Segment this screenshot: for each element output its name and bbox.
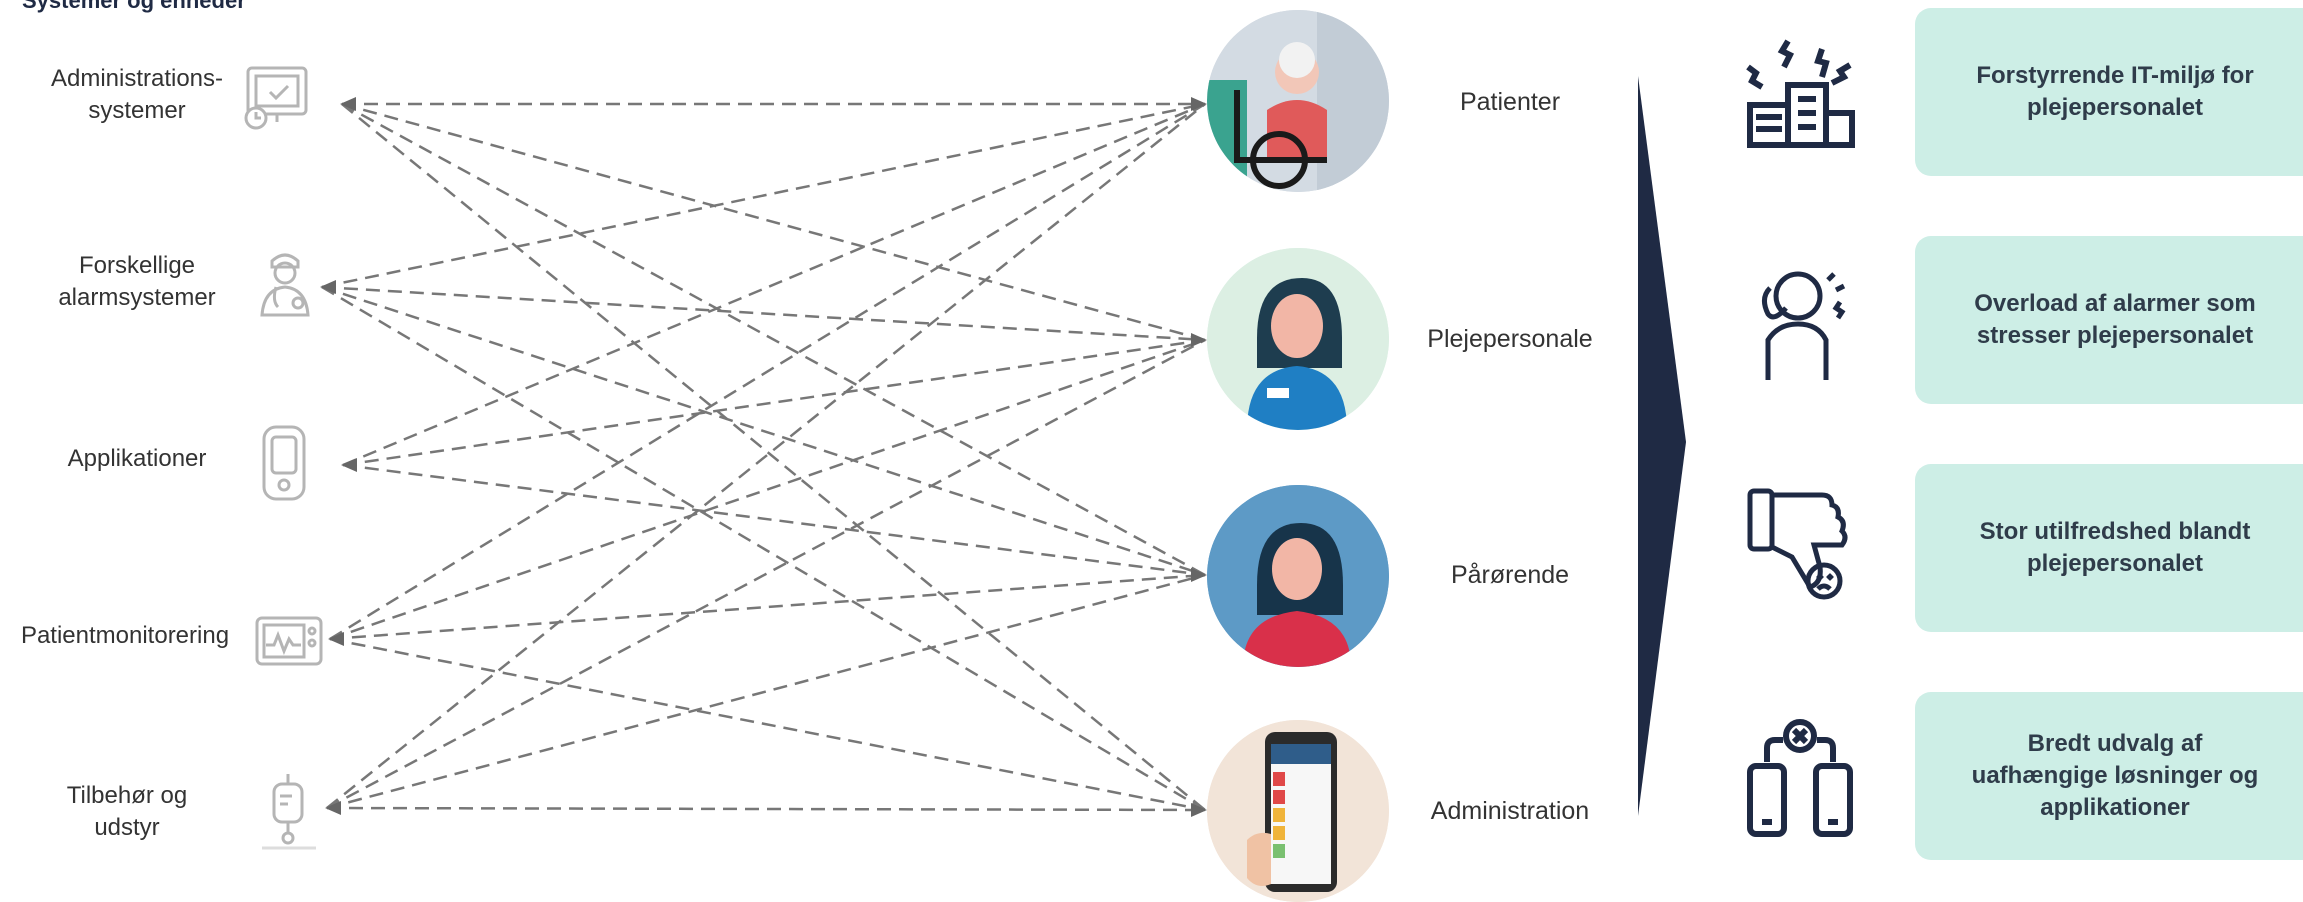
left-label-alarm-systems: Forskellige alarmsystemer <box>22 250 252 314</box>
card-line: plejepersonalet <box>2026 94 2204 121</box>
outcome-card-independent-solutions: Bredt udvalg af uafhængige løsninger og … <box>1915 692 2303 860</box>
label-line: Administrations- <box>50 65 224 92</box>
nurse-avatar <box>1207 248 1389 430</box>
section-header: Systemer og enheder <box>22 0 246 13</box>
stressed-person-icon <box>1740 262 1860 387</box>
connector <box>341 102 1206 577</box>
right-label-administration: Administration <box>1430 797 1590 825</box>
right-label-nursing-staff: Plejepersonale <box>1427 325 1593 353</box>
connector <box>326 103 1206 809</box>
card-line: applikationer <box>2040 794 2190 821</box>
phone-app-avatar <box>1207 720 1389 902</box>
connector <box>326 338 1206 810</box>
right-label-relatives: Pårørende <box>1450 561 1570 589</box>
arrowhead <box>1191 97 1207 111</box>
arrowhead <box>340 97 356 111</box>
label-line: udstyr <box>94 814 160 841</box>
connector <box>326 573 1206 810</box>
arrowhead <box>1191 803 1207 817</box>
patient-wheelchair-avatar <box>1207 10 1389 192</box>
connector <box>329 637 1206 812</box>
disconnected-devices-icon <box>1740 712 1860 847</box>
card-line: Overload af alarmer som <box>1974 290 2256 317</box>
arrowhead <box>320 280 336 294</box>
card-line: Stor utilfredshed blandt <box>1979 518 2251 545</box>
left-label-applications: Applikationer <box>22 443 252 475</box>
connector <box>342 102 1206 467</box>
connector <box>342 338 1206 467</box>
label-line: Applikationer <box>67 445 207 472</box>
admin-screen-icon <box>240 62 312 139</box>
arrowhead <box>325 801 341 815</box>
arrowhead <box>1191 333 1207 347</box>
connector <box>329 573 1206 641</box>
connector <box>342 463 1206 577</box>
nurse-icon <box>254 247 316 324</box>
left-label-accessories: Tilbehør og udstyr <box>12 780 242 844</box>
outcome-card-alarm-overload: Overload af alarmer som stresser plejepe… <box>1915 236 2303 404</box>
left-label-patient-monitoring: Patientmonitorering <box>5 620 245 652</box>
connector <box>321 285 1206 342</box>
left-label-admin-systems: Administrations- systemer <box>22 63 252 127</box>
label-line: Patientmonitorering <box>20 622 230 649</box>
connector <box>321 285 1206 812</box>
connector <box>321 102 1206 289</box>
arrowhead <box>341 458 357 472</box>
label-line: Forskellige <box>78 252 196 279</box>
thumbs-down-icon <box>1740 485 1860 610</box>
arrowhead <box>328 632 344 646</box>
card-line: plejepersonalet <box>2026 550 2204 577</box>
relative-avatar <box>1207 485 1389 667</box>
card-line: Bredt udvalg af <box>2027 730 2203 757</box>
phone-icon <box>258 423 310 508</box>
disrupted-building-icon <box>1740 35 1860 160</box>
connector <box>326 806 1206 812</box>
iv-bag-icon <box>262 770 316 855</box>
connector <box>329 102 1206 641</box>
connector <box>341 103 1206 811</box>
label-line: Tilbehør og <box>66 782 188 809</box>
card-line: uafhængige løsninger og <box>1971 762 2259 789</box>
connector <box>321 285 1206 577</box>
label-line: systemer <box>88 97 186 124</box>
outcome-card-it-environment: Forstyrrende IT-miljø for plejepersonale… <box>1915 8 2303 176</box>
outcome-card-dissatisfaction: Stor utilfredshed blandt plejepersonalet <box>1915 464 2303 632</box>
card-line: Forstyrrende IT-miljø for <box>1976 62 2254 89</box>
right-label-patients: Patienter <box>1459 88 1561 116</box>
card-line: stresser plejepersonalet <box>1976 322 2254 349</box>
big-chevron-arrow <box>1638 76 1686 816</box>
label-line: alarmsystemer <box>58 284 216 311</box>
arrowhead <box>1191 568 1207 582</box>
monitor-icon <box>254 615 324 672</box>
connector <box>329 338 1206 641</box>
connector <box>341 102 1206 342</box>
